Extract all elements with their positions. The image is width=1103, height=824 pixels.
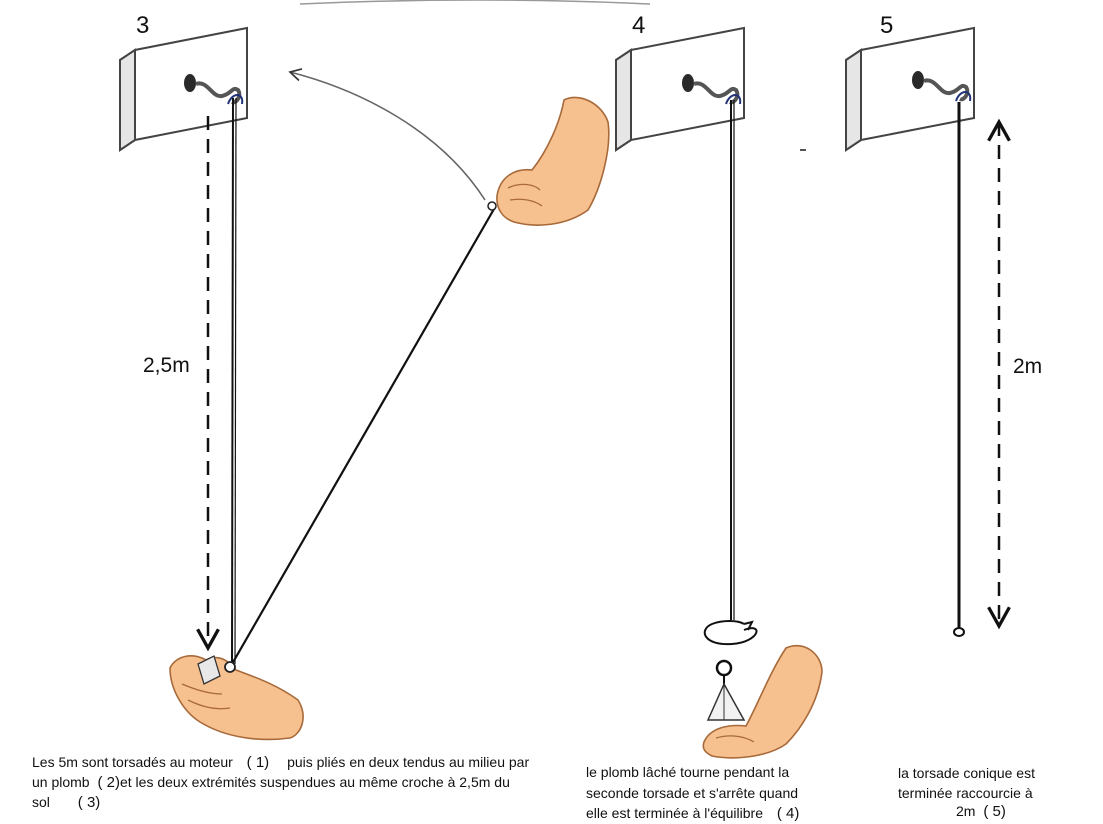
- rope-vertical-3: [231, 97, 234, 665]
- caption-step-5-line-2: terminée raccourcie à: [898, 785, 1033, 801]
- wall-board-4: [615, 26, 745, 152]
- caption-step-5-line-1: la torsade conique est: [898, 765, 1035, 781]
- plumb-weight-icon: [197, 655, 221, 685]
- measure-label-3: 2,5m: [143, 354, 190, 377]
- step-5-illustration: [845, 26, 1011, 637]
- hook-3-icon: [184, 74, 244, 105]
- caption-step-4-line-1: le plomb lâché tourne pendant la: [586, 764, 790, 780]
- caption-step-3-line-3: sol ( 3): [32, 794, 101, 811]
- swing-arrow-icon: [288, 68, 486, 201]
- hand-lower-icon: [169, 655, 304, 741]
- hook-4-icon: [682, 74, 742, 105]
- hook-5-icon: [912, 71, 972, 102]
- measure-label-5: 2m: [1013, 355, 1043, 378]
- caption-step-3-line-2: un plomb ( 2)et les deux extrémités susp…: [32, 774, 510, 791]
- step-4-illustration: [615, 26, 823, 759]
- hand-upper-icon: [487, 96, 610, 226]
- caption-step-4-line-3: elle est terminée à l'équilibre ( 4): [586, 805, 800, 822]
- step-number-5: 5: [880, 12, 894, 39]
- step-number-3: 3: [136, 12, 150, 39]
- wall-board-3: [119, 26, 248, 152]
- top-arc-remnant: [299, 0, 651, 5]
- wall-board-5: [845, 26, 975, 152]
- caption-step-5-line-3: 2m ( 5): [956, 803, 1006, 820]
- caption-step-4-line-2: seconde torsade et s'arrête quand: [586, 785, 799, 801]
- caption-step-3-line-1: Les 5m sont torsadés au moteur ( 1) puis…: [32, 754, 530, 771]
- plumb-weight-4-icon: [706, 659, 746, 721]
- step-number-4: 4: [632, 12, 646, 39]
- step-3-illustration: [119, 26, 610, 741]
- hand-release-icon: [702, 645, 823, 759]
- rope-end-5: [953, 627, 965, 637]
- rope-diagonal-3: [231, 208, 495, 665]
- rotation-arrow-icon: [703, 620, 758, 646]
